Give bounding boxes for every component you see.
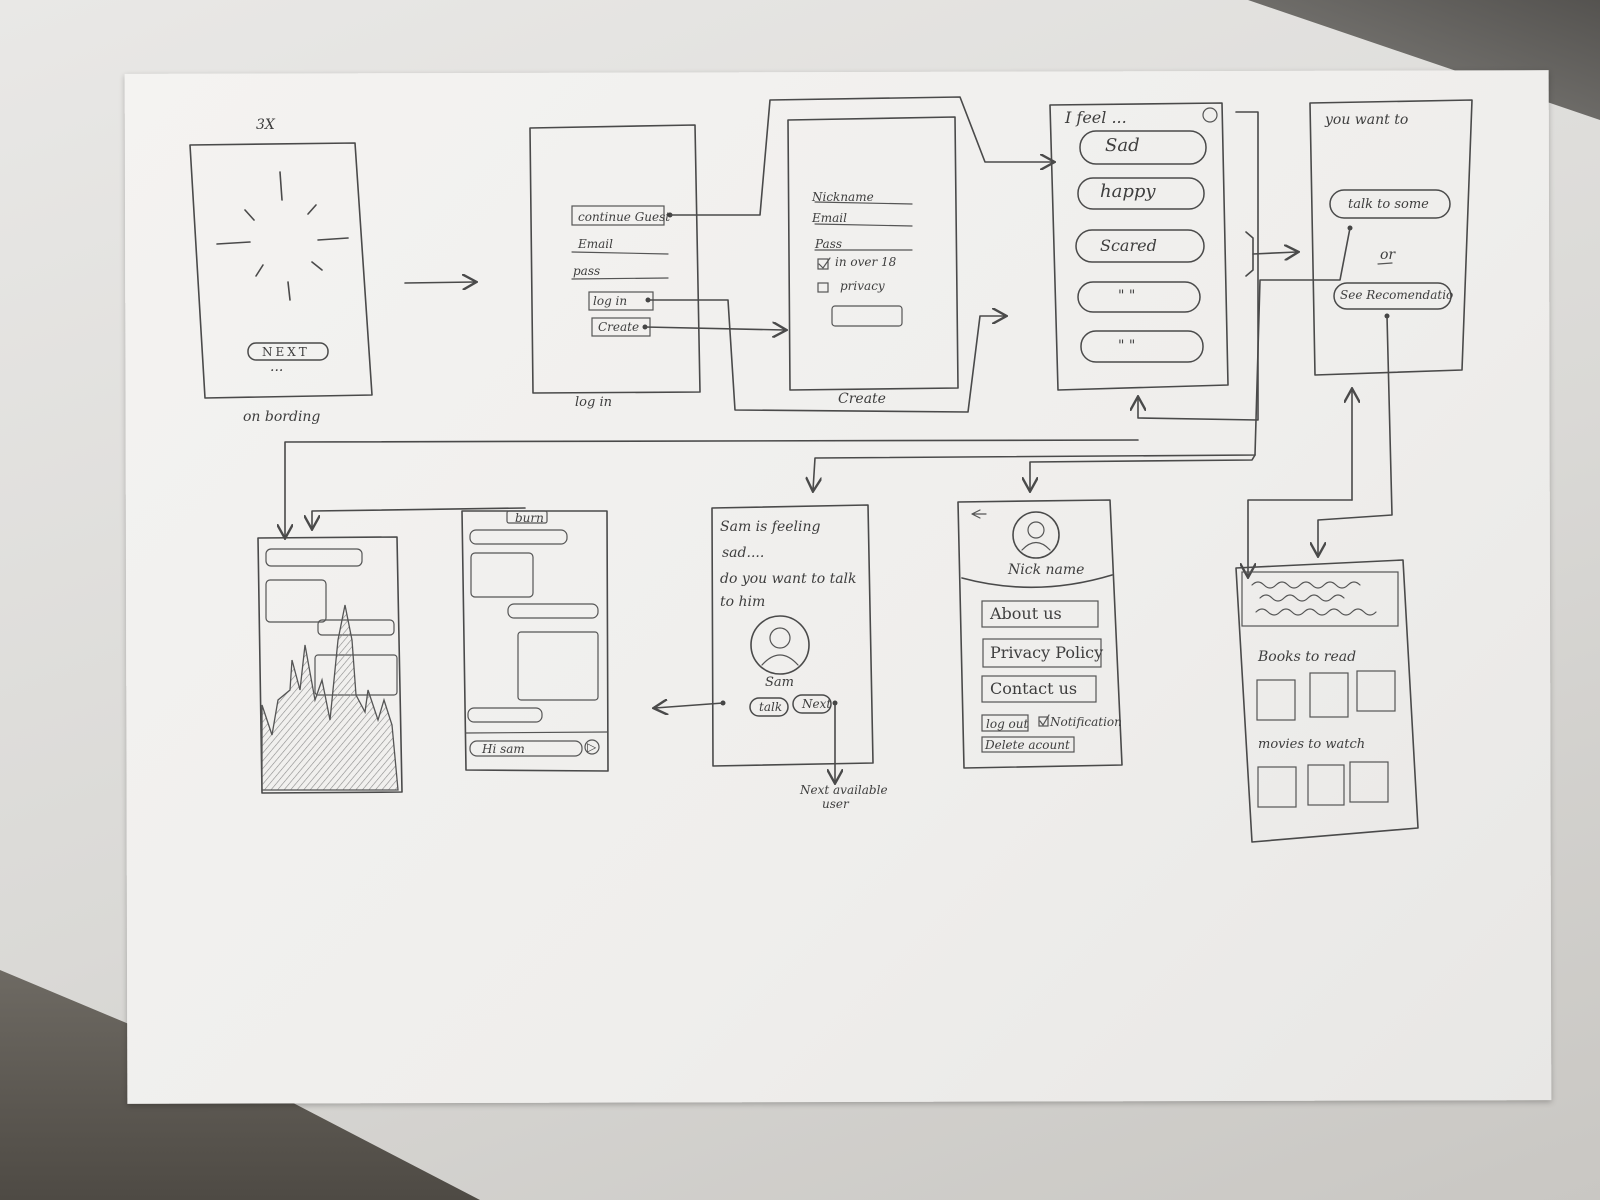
- create-pass-field[interactable]: Pass: [815, 237, 843, 251]
- match-talk-button[interactable]: talk: [759, 700, 783, 714]
- login-pass-field[interactable]: pass: [573, 264, 601, 278]
- onboarding-dots: ...: [270, 359, 284, 375]
- screen-login: [529, 124, 701, 394]
- arrow-to-profile: [1030, 454, 1256, 490]
- screen-onboarding: [189, 142, 373, 399]
- login-email-field[interactable]: Email: [578, 237, 613, 251]
- profile-privacy-button[interactable]: Privacy Policy: [990, 643, 1104, 662]
- arrow-burn-button-to-burn: [312, 507, 526, 528]
- arrow-onboarding-to-login: [404, 282, 475, 283]
- screen-create: [787, 116, 959, 391]
- feel-option-4[interactable]: " ": [1118, 288, 1136, 304]
- send-icon[interactable]: ▷: [587, 740, 597, 754]
- onboarding-caption: on bording: [243, 409, 321, 425]
- feel-option-5[interactable]: " ": [1118, 338, 1136, 354]
- create-email-field[interactable]: Email: [812, 211, 847, 225]
- onboarding-next-button[interactable]: NEXT: [262, 345, 310, 359]
- recs-movies-label: movies to watch: [1258, 737, 1366, 752]
- create-nickname-field[interactable]: Nickname: [812, 190, 874, 204]
- profile-notification-checkbox[interactable]: Notification: [1050, 715, 1122, 729]
- want-talk-button[interactable]: talk to some: [1348, 197, 1429, 212]
- match-line-4: to him: [720, 594, 766, 610]
- profile-contact-button[interactable]: Contact us: [990, 679, 1078, 698]
- login-caption: log in: [575, 395, 612, 410]
- login-button[interactable]: log in: [593, 294, 628, 308]
- profile-nickname: Nick name: [1008, 562, 1085, 578]
- arrow-want-to-feel: [1138, 111, 1259, 421]
- match-next-note-2: user: [822, 797, 849, 811]
- recs-books-label: Books to read: [1258, 649, 1357, 665]
- profile-logout-button[interactable]: log out: [986, 717, 1029, 731]
- arrow-talk-to-match: [813, 227, 1351, 490]
- match-next-note-1: Next available: [800, 783, 888, 797]
- arrow-want-to-recs-left: [1248, 499, 1353, 576]
- feel-title: I feel ...: [1065, 108, 1127, 127]
- match-line-1: Sam is feeling: [720, 519, 821, 535]
- screen-burn: [257, 536, 403, 794]
- bracket-feelings: [1245, 231, 1254, 277]
- onboarding-top-note: 3X: [256, 117, 275, 133]
- screen-recommendations: [1235, 559, 1419, 843]
- want-or-label: or: [1380, 247, 1396, 263]
- screen-profile: [957, 499, 1123, 769]
- arrow-to-burn: [285, 439, 1139, 537]
- screen-match: [711, 504, 874, 767]
- create-privacy-checkbox-label[interactable]: privacy: [840, 279, 885, 293]
- profile-delete-button[interactable]: Delete acount: [985, 738, 1070, 752]
- chat-message-input[interactable]: Hi sam: [482, 742, 525, 756]
- profile-about-button[interactable]: About us: [990, 604, 1062, 623]
- want-recommend-button[interactable]: See Recomendatio: [1340, 288, 1454, 302]
- create-caption: Create: [838, 391, 886, 407]
- arrow-feel-to-want: [1252, 252, 1297, 254]
- match-name: Sam: [765, 675, 794, 690]
- arrow-create-to-create: [644, 327, 785, 330]
- screen-want: [1309, 99, 1473, 376]
- chat-burn-button[interactable]: burn: [515, 511, 544, 525]
- screen-feel: [1049, 102, 1229, 391]
- login-create-button[interactable]: Create: [598, 320, 640, 334]
- arrow-recommend-to-recs: [1318, 315, 1393, 555]
- arrow-talk-to-chat: [655, 703, 724, 708]
- screen-chat: [461, 510, 609, 772]
- login-continue-guest-button[interactable]: continue Guest: [578, 210, 671, 224]
- match-next-button[interactable]: Next: [802, 697, 832, 711]
- match-line-3: do you want to talk: [720, 571, 857, 587]
- create-over18-checkbox-label[interactable]: in over 18: [835, 255, 897, 269]
- feel-option-happy[interactable]: happy: [1100, 181, 1156, 202]
- feel-option-sad[interactable]: Sad: [1105, 135, 1140, 156]
- feel-option-scared[interactable]: Scared: [1100, 236, 1157, 255]
- want-title: you want to: [1325, 112, 1409, 128]
- arrow-login-to-feel: [647, 299, 1005, 413]
- match-line-2: sad....: [722, 545, 765, 561]
- arrow-guest-to-feel: [669, 96, 1053, 216]
